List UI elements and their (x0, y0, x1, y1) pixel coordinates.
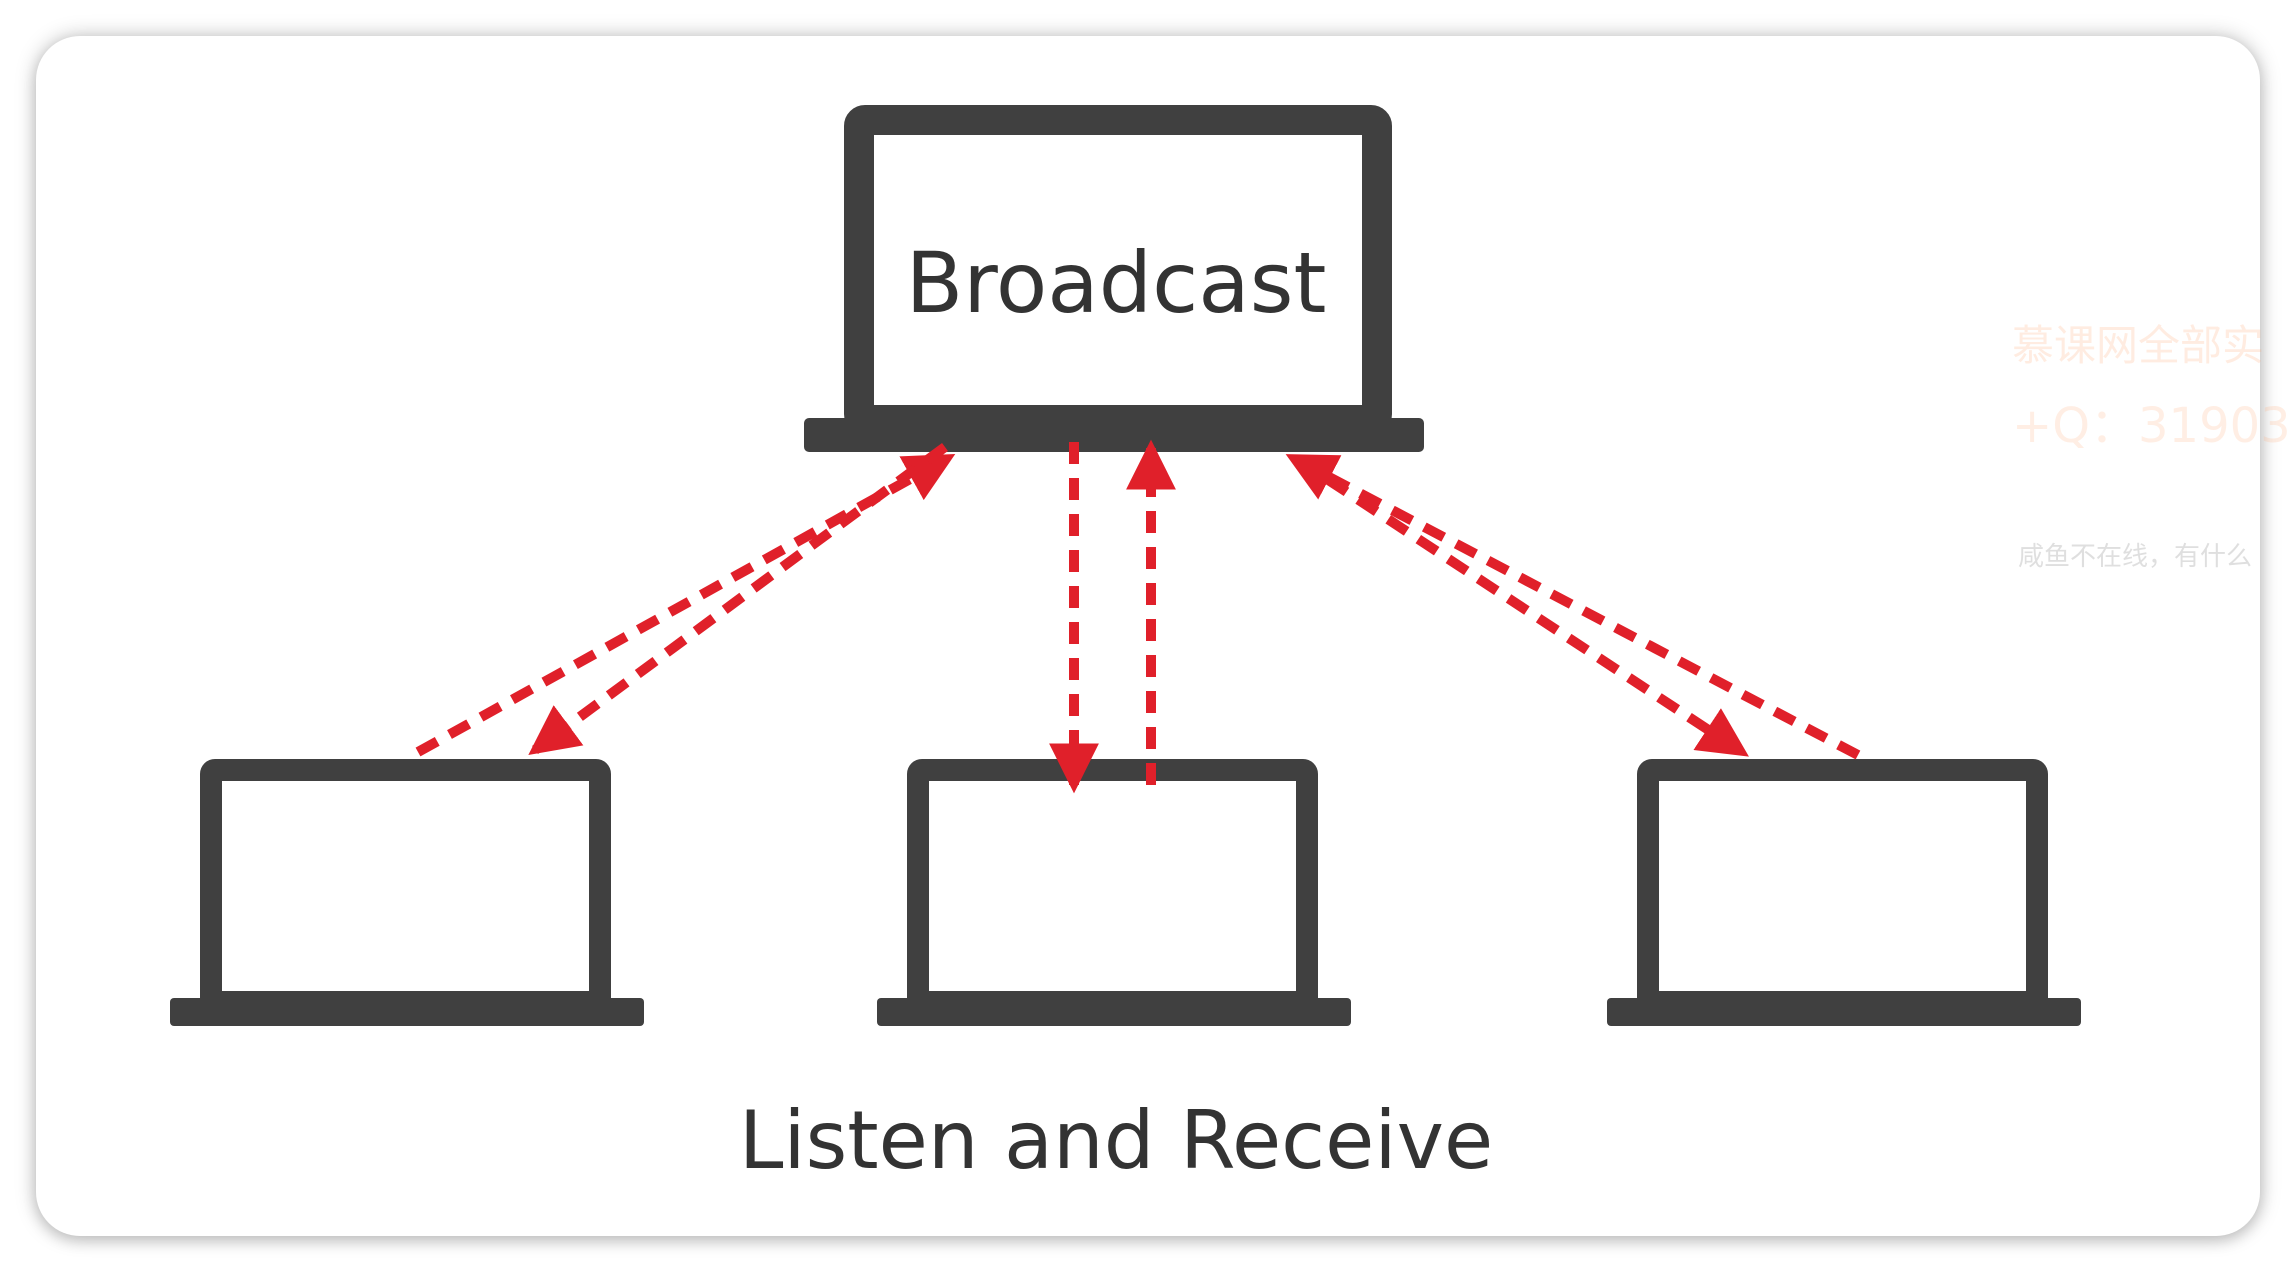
watermark-line-1: 慕课网全部实 (2012, 321, 2265, 370)
receive-label: Listen and Receive (739, 1094, 1493, 1187)
receiver-laptop-right (1607, 759, 2081, 1026)
arrow-left-up (415, 453, 956, 757)
arrow-right-down (1295, 455, 1749, 757)
arrows (415, 439, 1861, 794)
watermark-line-2: +Q：31903 (2012, 398, 2291, 454)
receiver-laptop-left (170, 759, 644, 1026)
arrow-left-down (528, 442, 948, 755)
broadcast-label: Broadcast (906, 234, 1327, 332)
receiver-laptop-center (877, 759, 1351, 1026)
watermark-line-3: 咸鱼不在线，有什么 (2018, 542, 2253, 572)
broadcast-laptop: Broadcast (804, 105, 1424, 452)
arrow-right-up (1285, 453, 1861, 760)
